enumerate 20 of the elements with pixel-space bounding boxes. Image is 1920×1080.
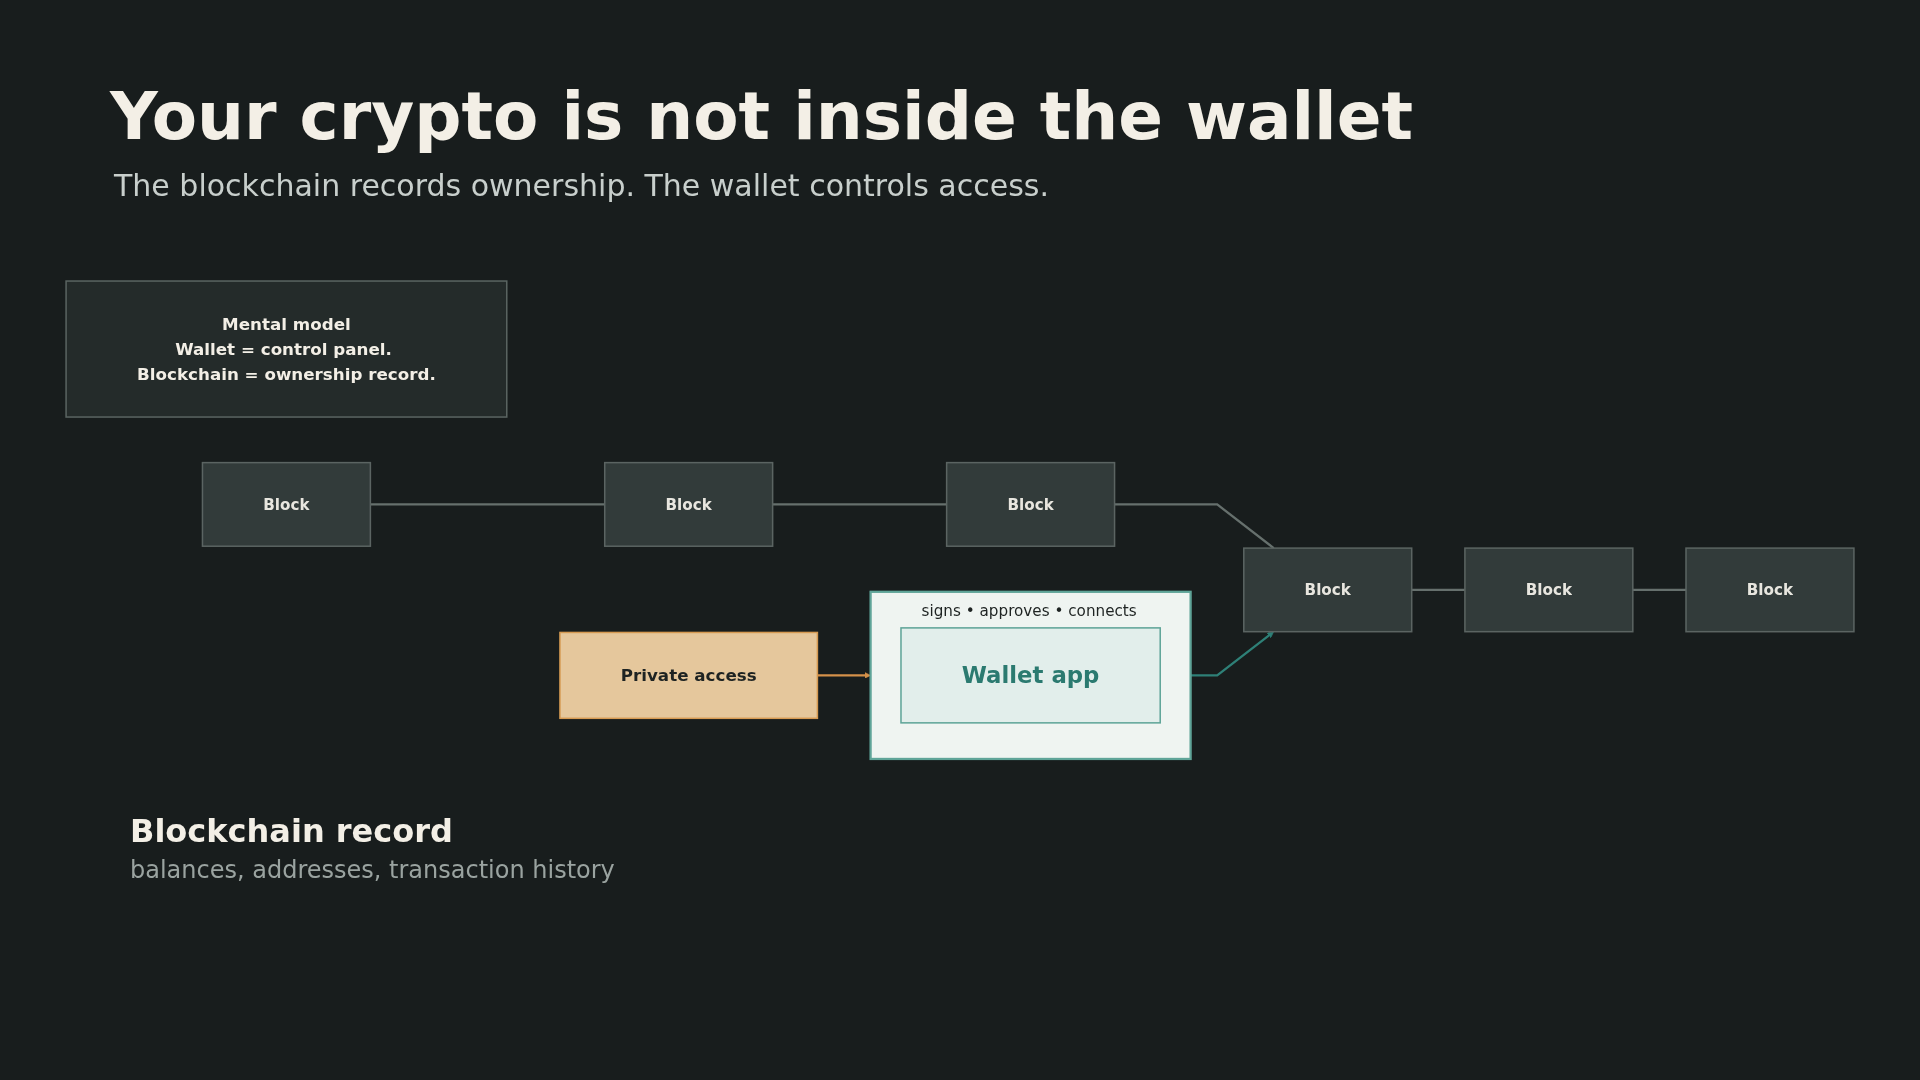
node-box: Private access [559, 631, 819, 720]
node-box: Block [603, 461, 774, 547]
subtitle: The blockchain records ownership. The wallet controls access. [114, 168, 1049, 203]
section-heading: Blockchain record [130, 812, 453, 850]
node-box: Block [1685, 547, 1855, 633]
arrow [817, 672, 871, 679]
arrow [1190, 631, 1274, 677]
title: Your crypto is not inside the wallet [110, 78, 1413, 155]
section-note: balances, addresses, transaction history [130, 856, 615, 884]
connector [1114, 503, 1275, 549]
connector [1632, 588, 1686, 592]
node-box: Block [1464, 547, 1634, 633]
node-box: Mental model Wallet = control panel. Blockchain = ownership record. [65, 280, 508, 418]
node-box: Block [201, 461, 372, 547]
node-box: Block [945, 461, 1116, 547]
node-box: Wallet app [900, 627, 1161, 724]
connector [1411, 588, 1465, 592]
connector [772, 503, 947, 506]
node-box: Block [1243, 547, 1413, 633]
connector [370, 503, 605, 506]
